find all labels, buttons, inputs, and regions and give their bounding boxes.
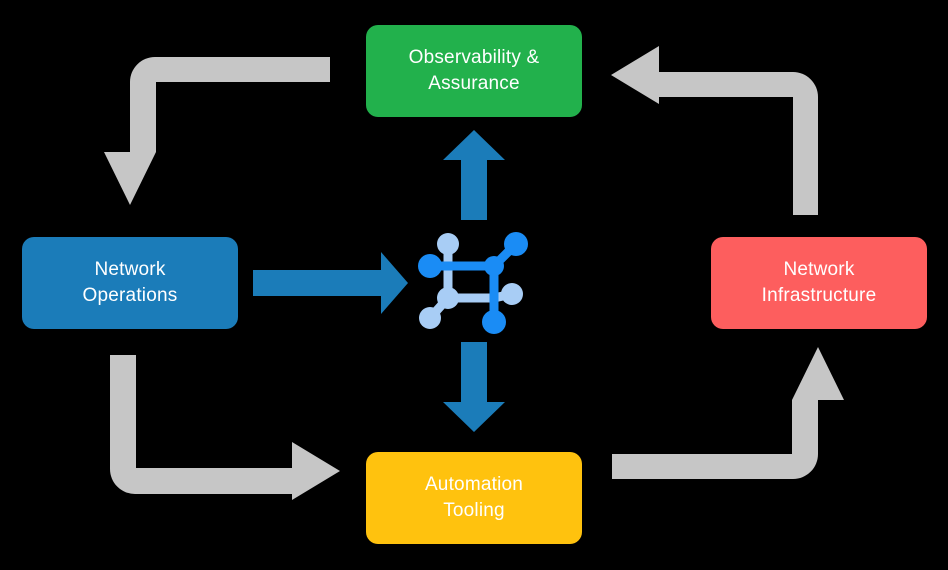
node-label-network-infrastructure: Network Infrastructure: [761, 259, 877, 306]
flow-arrow-center-to-automation: [443, 342, 505, 432]
node-box-network-operations[interactable]: Network Operations: [22, 237, 238, 329]
flow-arrow-operations-to-center: [253, 252, 408, 314]
node-label-observability: Observability & Assurance: [408, 47, 540, 94]
flow-arrow-center-to-observability: [443, 130, 505, 220]
node-label-network-operations: Network Operations: [82, 259, 178, 306]
cycle-arrow-observability-to-operations: [104, 57, 330, 205]
node-box-network-infrastructure[interactable]: Network Infrastructure: [711, 237, 927, 329]
topology-nodes-dark: [418, 232, 528, 334]
network-topology-icon-svg: [418, 232, 528, 334]
node-box-observability[interactable]: Observability & Assurance: [366, 25, 582, 117]
network-topology-icon: [416, 222, 532, 338]
node-box-automation-tooling[interactable]: Automation Tooling: [366, 452, 582, 544]
node-label-automation-tooling: Automation Tooling: [424, 474, 524, 521]
cycle-arrow-infrastructure-to-observability: [611, 46, 818, 215]
topology-nodes-light: [419, 233, 523, 329]
cycle-arrow-automation-to-infrastructure: [612, 347, 844, 479]
cycle-arrow-operations-to-automation: [110, 355, 340, 500]
